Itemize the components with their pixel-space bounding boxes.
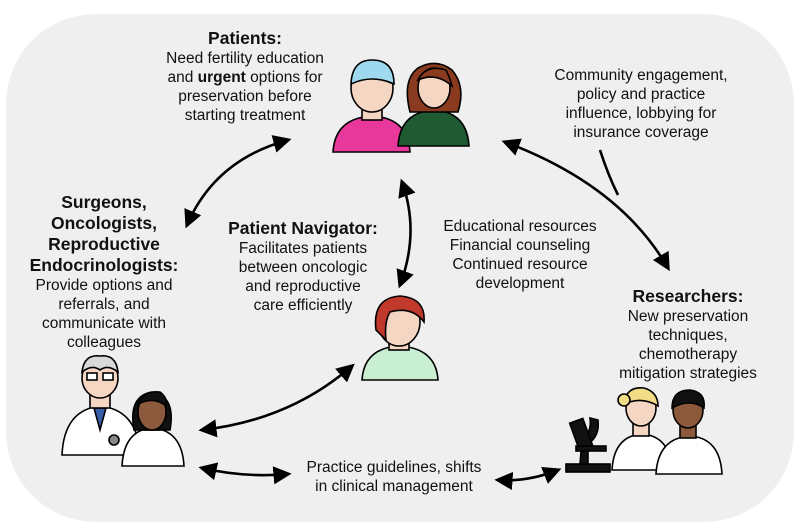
navigator-block: Patient Navigator: Facilitates patients … (212, 218, 394, 315)
patients-heading: Patients: (208, 28, 282, 48)
patients-line2-post: options for (245, 69, 323, 86)
navigator-line4: care efficiently (253, 297, 353, 314)
surgeons-heading3: Reproductive (48, 234, 160, 254)
navigator-line3: and reproductive (245, 278, 361, 295)
researchers-block: Researchers: New preservation techniques… (600, 286, 776, 383)
resources-line3: Continued resource (452, 256, 588, 273)
patients-line1: Need fertility education (166, 50, 324, 67)
arrow-patients-navigator (396, 178, 416, 289)
surgeons-line1: Provide options and (35, 277, 173, 294)
arrow-patients-researchers (501, 138, 670, 272)
community-line2: policy and practice (576, 86, 706, 103)
surgeons-line3: communicate with (41, 315, 167, 332)
arrow-surgeons-guidelines (198, 462, 292, 485)
patients-urgent: urgent (197, 69, 246, 86)
resources-line2: Financial counseling (449, 237, 591, 254)
researchers-heading: Researchers: (632, 286, 744, 306)
resources-line4: development (475, 275, 565, 292)
navigator-heading: Patient Navigator: (228, 218, 378, 238)
arrow-navigator-surgeons (198, 363, 355, 438)
patients-line2: and urgent options for (135, 68, 355, 87)
navigator-line2: between oncologic (238, 259, 368, 276)
surgeons-line4: colleagues (66, 334, 142, 351)
surgeons-heading1: Surgeons, (61, 192, 147, 212)
researchers-illustration (565, 387, 723, 475)
navigator-line1: Facilitates patients (238, 240, 368, 257)
arrow-patients-surgeons (184, 135, 292, 229)
surgeons-heading4: Endocrinologists: (29, 255, 179, 275)
guidelines-line2: in clinical management (315, 478, 473, 495)
resources-line1: Educational resources (443, 218, 597, 235)
arrow-community (598, 149, 620, 196)
community-line1: Community engagement, (554, 67, 728, 84)
resources-block: Educational resources Financial counseli… (422, 217, 618, 293)
patients-illustration (332, 59, 470, 153)
patients-line4: starting treatment (184, 107, 306, 124)
researchers-line2: techniques, (648, 327, 728, 344)
arrow-guidelines-researchers (494, 466, 562, 491)
community-line3: influence, lobbying for (565, 105, 717, 122)
navigator-illustration (361, 295, 439, 381)
community-line4: insurance coverage (573, 124, 709, 141)
patients-line3: preservation before (178, 88, 312, 105)
patients-line2-pre: and (167, 69, 198, 86)
surgeons-block: Surgeons, Oncologists, Reproductive Endo… (14, 192, 194, 352)
community-block: Community engagement, policy and practic… (536, 66, 746, 142)
surgeons-line2: referrals, and (58, 296, 150, 313)
doctors-illustration (61, 355, 185, 467)
guidelines-line1: Practice guidelines, shifts (306, 459, 482, 476)
patients-block: Patients: Need fertility education and u… (135, 28, 355, 125)
researchers-line4: mitigation strategies (619, 365, 757, 382)
guidelines-block: Practice guidelines, shifts in clinical … (288, 458, 500, 496)
researchers-line1: New preservation (627, 308, 749, 325)
researchers-line3: chemotherapy (638, 346, 738, 363)
surgeons-heading2: Oncologists, (51, 213, 157, 233)
